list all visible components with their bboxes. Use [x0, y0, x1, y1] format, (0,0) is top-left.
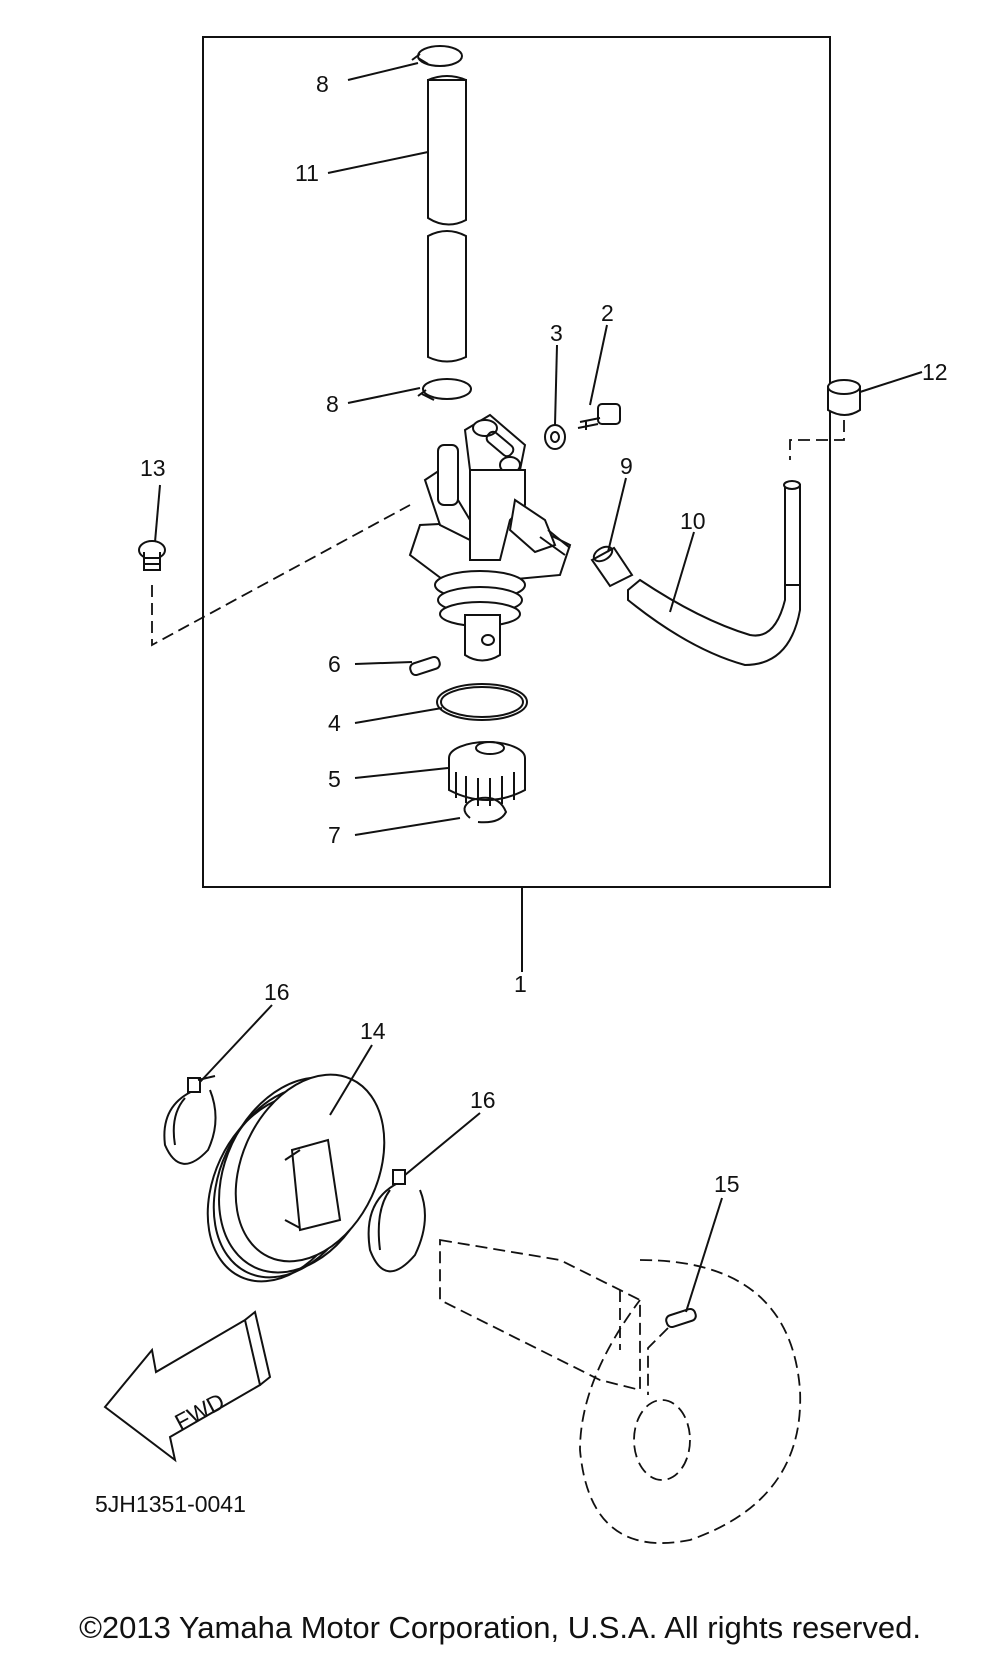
- part-screw-13: [138, 540, 166, 571]
- part-pin-6: [409, 655, 441, 677]
- drawing-code: 5JH1351-0041: [95, 1491, 246, 1517]
- part-collar-9: [590, 545, 634, 588]
- callout-part-14: 14: [360, 1018, 386, 1044]
- dashed-link-12: [789, 420, 845, 460]
- part-pulley-14: [206, 1073, 386, 1283]
- part-fuel-cock-body: [408, 413, 572, 662]
- fwd-arrow-icon: FWD: [103, 1310, 272, 1463]
- callout-part-9: 9: [620, 453, 633, 479]
- callout-part-5: 5: [328, 766, 341, 792]
- callout-part-7: 7: [328, 822, 341, 848]
- callout-part-8-bottom: 8: [326, 391, 339, 417]
- callout-part-1: 1: [514, 971, 527, 997]
- dashed-link-15: [647, 1327, 669, 1395]
- part-hose-11: [427, 75, 467, 363]
- callout-part-12: 12: [922, 359, 948, 385]
- callout-part-6: 6: [328, 651, 341, 677]
- callout-part-16-left: 16: [264, 979, 290, 1005]
- callout-part-11: 11: [295, 160, 319, 186]
- part-crankshaft-dashed: [439, 1238, 802, 1544]
- part-circlip-16-right: [367, 1169, 426, 1273]
- callout-part-13: 13: [140, 455, 166, 481]
- part-washer-3: [544, 424, 566, 450]
- part-cap-12: [827, 379, 861, 416]
- callout-part-2: 2: [601, 300, 614, 326]
- part-pin-15: [665, 1307, 697, 1329]
- callout-part-15: 15: [714, 1171, 740, 1197]
- callout-part-8-top: 8: [316, 71, 329, 97]
- part-bolt-2: [577, 403, 621, 430]
- dashed-link-13: [151, 504, 411, 647]
- part-circlip-16-left: [163, 1077, 217, 1165]
- leader-lines: [154, 62, 923, 1313]
- callout-part-16-right: 16: [470, 1087, 496, 1113]
- part-pipe-10: [627, 480, 801, 667]
- part-clamp-8-top: [411, 45, 463, 67]
- copyright-notice: ©2013 Yamaha Motor Corporation, U.S.A. A…: [79, 1610, 921, 1645]
- part-circlip-7: [463, 796, 508, 824]
- part-clamp-8-bottom: [417, 378, 472, 401]
- part-o-ring-4: [436, 683, 528, 721]
- callout-part-3: 3: [550, 320, 563, 346]
- callout-part-10: 10: [680, 508, 706, 534]
- callout-part-4: 4: [328, 710, 341, 736]
- assembly-frame: [202, 36, 831, 888]
- part-gear-5: [448, 741, 526, 806]
